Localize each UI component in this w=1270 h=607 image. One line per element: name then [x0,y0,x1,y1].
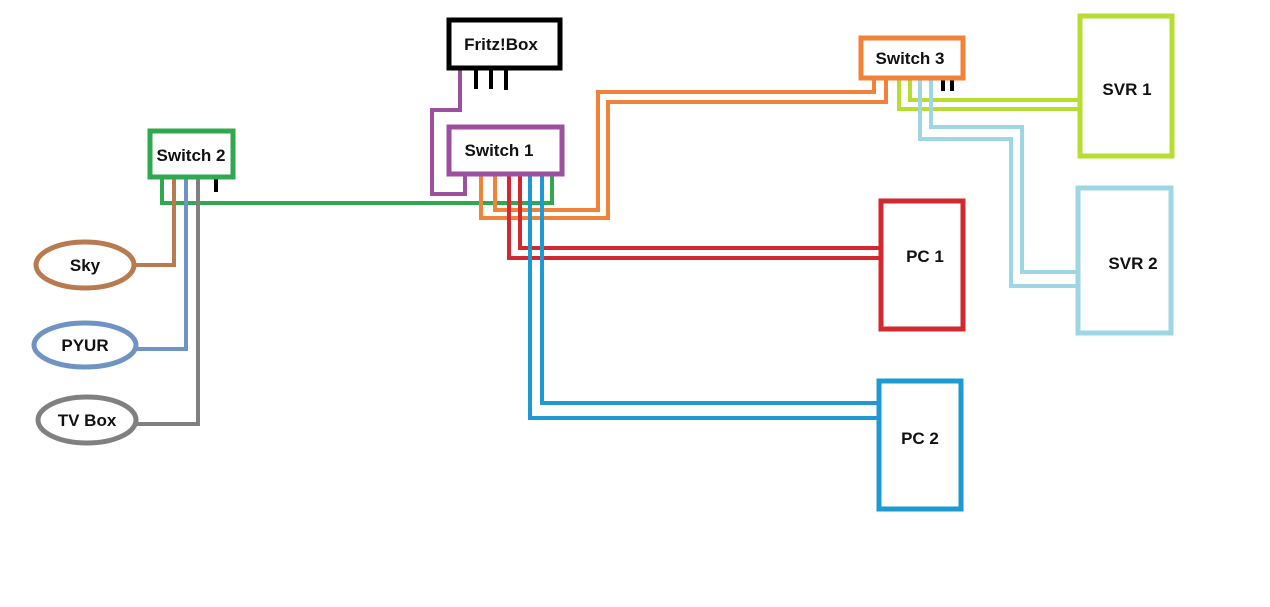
pyur-ellipse [31,320,139,370]
node-sky[interactable]: Sky [33,239,137,291]
switch3-box [858,35,966,81]
wire-switch1-switch3-b [493,78,876,212]
switch1-box [446,124,565,177]
pc2-box [876,378,964,512]
wire-switch2-tvbox [134,177,200,426]
svr2-label: SVR 2 [1108,254,1157,273]
fritzbox-box [446,17,563,71]
node-svr1[interactable]: SVR 1 [1077,13,1175,159]
switch2-label: Switch 2 [157,146,226,165]
free-ports [214,68,954,192]
wire-switch2-sky [134,177,176,267]
sky-ellipse [33,239,137,291]
wire-switch1-switch2 [160,174,554,205]
node-fritzbox[interactable]: Fritz!Box [446,17,563,71]
svr1-box [1077,13,1175,159]
wire-switch1-pc2-b [540,174,878,405]
node-pc1[interactable]: PC 1 [878,198,966,332]
switch3-label: Switch 3 [876,49,945,68]
wire-switch1-pc1-b [518,174,880,250]
wire-switch2-pyur [134,177,188,351]
node-switch2[interactable]: Switch 2 [147,128,236,180]
pc1-box [878,198,966,332]
wire-switch3-svr2-a [918,80,1078,288]
pyur-label: PYUR [61,336,108,355]
wire-switch3-svr1-b [908,80,1080,102]
wire-switch3-svr1-a [897,80,1080,111]
switch2-box [147,128,236,180]
wire-fritzbox-switch1 [430,68,467,196]
pc2-label: PC 2 [901,429,939,448]
pc1-label: PC 1 [906,247,944,266]
wire-switch1-switch3-a [479,78,888,220]
node-pc2[interactable]: PC 2 [876,378,964,512]
node-pyur[interactable]: PYUR [31,320,139,370]
wires [134,68,1080,426]
tvbox-ellipse [35,394,139,446]
fritzbox-label: Fritz!Box [464,35,538,54]
sky-label: Sky [70,256,101,275]
node-tvbox[interactable]: TV Box [35,394,139,446]
wire-switch1-pc1-a [507,174,880,260]
wire-switch1-pc2-a [528,174,878,420]
switch1-label: Switch 1 [465,141,534,160]
node-svr2[interactable]: SVR 2 [1075,185,1174,336]
wire-switch3-svr2-b [929,80,1078,274]
svr2-box [1075,185,1174,336]
node-switch3[interactable]: Switch 3 [858,35,966,81]
svr1-label: SVR 1 [1102,80,1151,99]
tvbox-label: TV Box [58,411,117,430]
node-switch1[interactable]: Switch 1 [446,124,565,177]
